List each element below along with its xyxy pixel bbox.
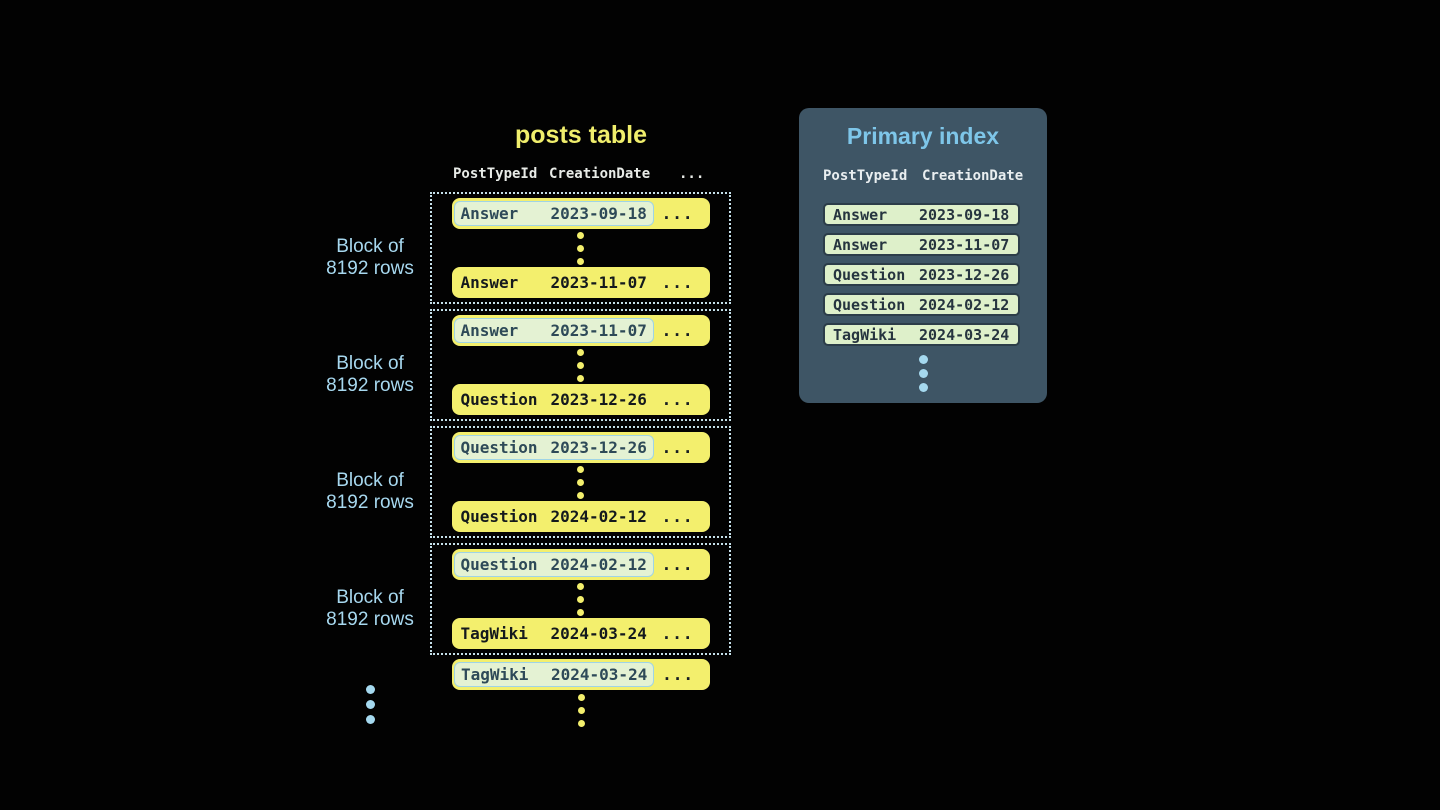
cell-creationdate: 2024-03-24	[551, 665, 648, 684]
block-label-line1: Block of	[336, 236, 404, 257]
row-ellipsis: ...	[661, 624, 694, 643]
cell-posttypeid: Answer	[460, 321, 519, 340]
row-continuation-dots	[577, 465, 584, 499]
table-row-first: Answer 2023-09-18 ...	[451, 198, 710, 229]
cell-posttypeid: Question	[460, 438, 538, 457]
row-ellipsis: ...	[662, 665, 694, 684]
cell-posttypeid: Answer	[833, 235, 888, 254]
row-cells: TagWiki 2024-03-24	[454, 621, 654, 646]
table-row-last: Question 2024-02-12 ...	[451, 501, 710, 532]
index-entry-row: Question 2024-02-12	[823, 293, 1020, 316]
posts-table-column-headers: PostTypeId CreationDate ...	[430, 166, 732, 182]
highlight-box: Answer 2023-11-07	[453, 318, 654, 343]
cell-posttypeid: Question	[833, 265, 906, 284]
row-block-4: Question 2024-02-12 ... TagWiki 2024-03-…	[430, 543, 731, 655]
column-header-creationdate: CreationDate	[549, 166, 651, 182]
block-label-1: Block of 8192 rows	[312, 236, 428, 280]
index-entry-row: Answer 2023-09-18	[823, 203, 1020, 226]
block-label-line1: Block of	[336, 587, 404, 608]
primary-index-panel: Primary index PostTypeId CreationDate An…	[799, 108, 1047, 403]
row-ellipsis: ...	[661, 204, 694, 223]
primary-index-title: Primary index	[846, 123, 1000, 149]
row-continuation-dots	[577, 582, 584, 616]
row-ellipsis: ...	[661, 438, 694, 457]
cell-creationdate: 2024-03-24	[550, 624, 647, 643]
cell-creationdate: 2023-11-07	[550, 273, 647, 292]
column-header-ellipsis: ...	[679, 166, 705, 182]
trailing-row: TagWiki 2024-03-24 ...	[452, 659, 710, 690]
row-ellipsis: ...	[661, 555, 694, 574]
cell-creationdate: 2023-11-07	[550, 321, 647, 340]
row-ellipsis: ...	[661, 507, 694, 526]
row-ellipsis: ...	[661, 273, 694, 292]
cell-creationdate: 2023-09-18	[550, 204, 647, 223]
cell-creationdate: 2024-02-12	[550, 555, 647, 574]
table-row-last: Question 2023-12-26 ...	[451, 384, 710, 415]
block-label-line1: Block of	[336, 470, 404, 491]
block-label-4: Block of 8192 rows	[312, 587, 428, 631]
row-cells: Question 2024-02-12	[454, 504, 654, 529]
cell-creationdate: 2023-12-26	[550, 438, 647, 457]
table-row-last: Answer 2023-11-07 ...	[451, 267, 710, 298]
block-label-line1: Block of	[336, 353, 404, 374]
cell-posttypeid: Question	[833, 295, 906, 314]
cell-creationdate: 2024-02-12	[550, 507, 647, 526]
table-row-last: TagWiki 2024-03-24 ...	[451, 618, 710, 649]
cell-creationdate: 2024-03-24	[919, 325, 1010, 344]
highlight-box: TagWiki 2024-03-24	[454, 662, 655, 687]
block-label-line2: 8192 rows	[326, 492, 414, 513]
cell-posttypeid: Question	[460, 507, 538, 526]
cell-posttypeid: Answer	[833, 205, 888, 224]
highlight-box: Question 2024-02-12	[453, 552, 654, 577]
primary-index-column-headers: PostTypeId CreationDate	[823, 168, 1023, 184]
row-block-3: Question 2023-12-26 ... Question 2024-02…	[430, 426, 731, 538]
cell-posttypeid: TagWiki	[461, 665, 529, 684]
cell-creationdate: 2023-11-07	[919, 235, 1010, 254]
row-cells: Question 2023-12-26	[454, 387, 654, 412]
block-label-3: Block of 8192 rows	[312, 470, 428, 514]
primary-index-rows: Answer 2023-09-18 Answer 2023-11-07 Ques…	[823, 203, 1020, 346]
cell-posttypeid: TagWiki	[460, 624, 528, 643]
row-cells: Answer 2023-11-07	[454, 270, 654, 295]
highlight-box: Question 2023-12-26	[453, 435, 654, 460]
table-continuation-dots	[430, 694, 732, 727]
highlight-box: Answer 2023-09-18	[453, 201, 654, 226]
cell-posttypeid: Question	[460, 390, 538, 409]
row-continuation-dots	[577, 231, 584, 265]
posts-table-title: posts table	[515, 121, 647, 149]
cell-creationdate: 2024-02-12	[919, 295, 1010, 314]
table-row-first: Question 2023-12-26 ...	[451, 432, 710, 463]
table-row-first: Question 2024-02-12 ...	[451, 549, 710, 580]
row-block-2: Answer 2023-11-07 ... Question 2023-12-2…	[430, 309, 731, 421]
block-label-line2: 8192 rows	[326, 258, 414, 279]
row-continuation-dots	[577, 348, 584, 382]
index-entry-row: Answer 2023-11-07	[823, 233, 1020, 256]
row-ellipsis: ...	[661, 321, 694, 340]
block-label-2: Block of 8192 rows	[312, 353, 428, 397]
column-header-posttypeid: PostTypeId	[823, 168, 908, 184]
row-block-1: Answer 2023-09-18 ... Answer 2023-11-07 …	[430, 192, 731, 304]
table-row-first: Answer 2023-11-07 ...	[451, 315, 710, 346]
index-entry-row: TagWiki 2024-03-24	[823, 323, 1020, 346]
block-label-line2: 8192 rows	[326, 375, 414, 396]
index-continuation-dots	[799, 355, 1047, 392]
column-header-creationdate: CreationDate	[922, 168, 1024, 184]
column-header-posttypeid: PostTypeId	[453, 166, 538, 182]
cell-posttypeid: Answer	[460, 204, 519, 223]
cell-creationdate: 2023-12-26	[550, 390, 647, 409]
row-ellipsis: ...	[661, 390, 694, 409]
block-label-line2: 8192 rows	[326, 609, 414, 630]
index-entry-row: Question 2023-12-26	[823, 263, 1020, 286]
cell-posttypeid: TagWiki	[833, 325, 897, 344]
cell-creationdate: 2023-12-26	[919, 265, 1010, 284]
cell-posttypeid: Answer	[460, 273, 519, 292]
cell-creationdate: 2023-09-18	[919, 205, 1010, 224]
blocks-continuation-dots	[312, 685, 428, 724]
cell-posttypeid: Question	[460, 555, 538, 574]
